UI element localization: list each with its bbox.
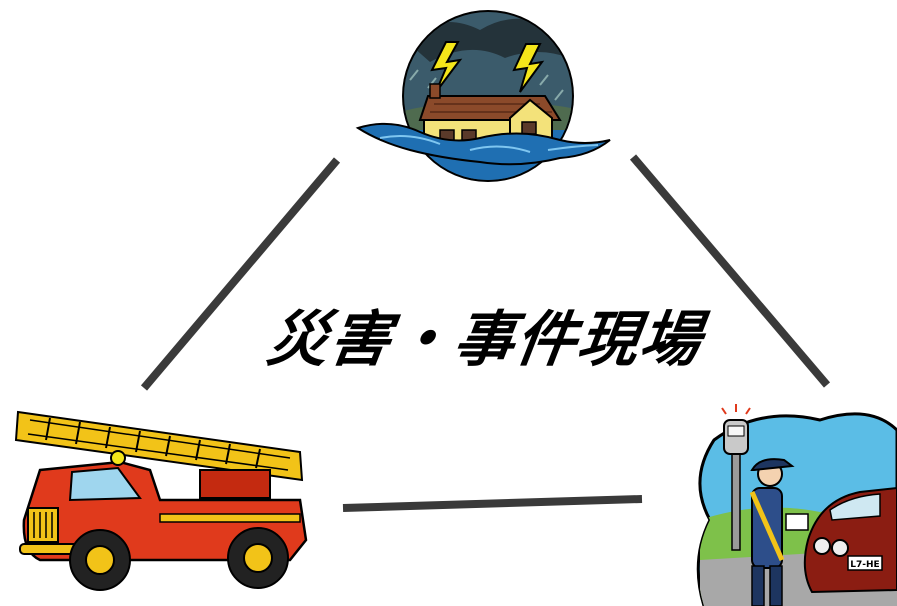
license-plate-text: L7-HE <box>850 560 879 570</box>
connector-top-right <box>629 154 831 388</box>
connector-bottom <box>342 495 643 512</box>
center-title: 災害・事件現場 <box>263 305 707 375</box>
police-officer-parking-meter-icon: L7-HE <box>696 404 897 606</box>
fire-truck-icon <box>14 410 308 591</box>
connector-top-left <box>140 157 341 391</box>
flooded-house-storm-icon <box>355 10 611 182</box>
